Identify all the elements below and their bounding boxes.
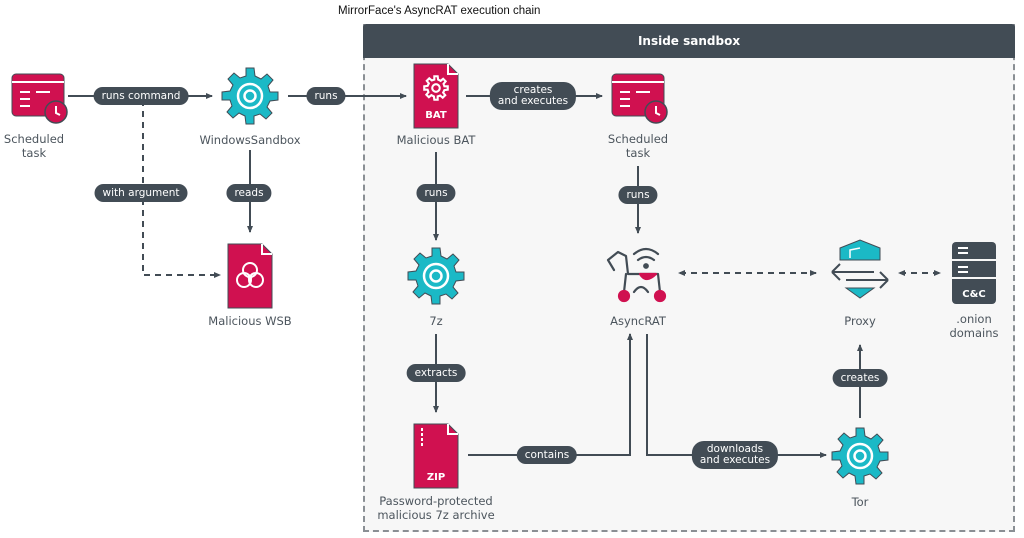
label-line: .onion [956,312,992,326]
node-label-malicious-wsb: Malicious WSB [208,314,292,328]
edge-label-runs-bat: runs [416,184,456,202]
edge-label-runs-command: runs command [93,87,189,105]
sandbox-region [363,24,1015,532]
label-line-1: downloads [706,443,764,455]
node-label-asyncrat: AsyncRAT [610,314,666,328]
calendar-clock-icon [611,73,668,124]
trojan-horse-icon [606,247,667,303]
gear-icon [406,246,466,306]
edge-label-runs-task: runs [618,186,658,204]
bat-badge: BAT [425,110,447,121]
label-line-2: and executes [497,95,569,107]
gear-icon [830,426,890,486]
diagram-title: MirrorFace's AsyncRAT execution chain [338,5,541,17]
edge-label-reads: reads [226,184,272,202]
edge-label-extracts: extracts [406,364,466,382]
zip-badge: ZIP [427,472,445,483]
label-line: task [625,146,651,160]
label-line-2: and executes [699,454,771,466]
bat-file-icon: BAT [413,63,459,129]
edge-contains [468,333,633,456]
edge-label-creates: creates [832,369,888,387]
node-label-malicious-bat: Malicious BAT [396,133,476,147]
label-line-1: creates [513,84,553,96]
server-icon: C&C [952,242,996,304]
edge-with-argument [142,100,221,278]
gear-icon [220,66,280,126]
edge-label-contains: contains [516,446,578,464]
calendar-clock-icon [11,73,68,124]
label-line: malicious 7z archive [377,508,495,522]
node-label-7z: 7z [429,314,443,328]
edge-label-runs: runs [306,87,346,105]
zip-file-icon: ZIP [413,423,459,489]
proxy-shield-icon [831,239,889,299]
label-line: task [21,146,47,160]
node-label-tor: Tor [851,495,869,509]
cc-badge: C&C [962,289,985,300]
biohazard-file-icon [227,243,273,309]
edge-downloads-and-executes [646,334,827,458]
edge-label-with-argument: with argument [94,184,188,202]
sandbox-header: Inside sandbox [363,24,1015,58]
node-label-windows-sandbox: WindowsSandbox [199,133,301,147]
label-line: domains [949,326,999,340]
label-line: Scheduled [607,132,669,146]
label-line: Scheduled [3,132,65,146]
node-label-proxy: Proxy [844,314,876,328]
label-line: Password-protected [379,494,493,508]
